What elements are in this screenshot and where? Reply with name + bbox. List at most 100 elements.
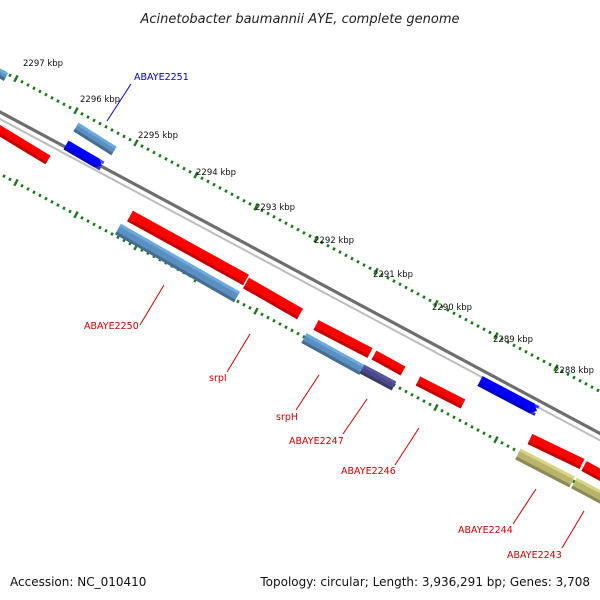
tick-minor bbox=[128, 137, 132, 142]
tick-minor bbox=[296, 331, 300, 336]
tick-minor bbox=[464, 421, 468, 426]
feature-highlight-cds-2-body bbox=[477, 376, 537, 414]
kbp-label: 2295 kbp bbox=[138, 131, 178, 141]
tick-minor bbox=[44, 196, 48, 201]
tick-minor bbox=[80, 112, 84, 116]
gene-leader-line bbox=[394, 427, 420, 466]
tick-minor bbox=[446, 308, 450, 312]
tick-minor bbox=[440, 408, 444, 413]
tick-minor bbox=[50, 95, 54, 100]
feature-srph-upper-shadow bbox=[313, 327, 369, 358]
label-layer: ABAYE2251ABAYE2250srpIsrpHABAYE2247ABAYE… bbox=[84, 72, 585, 561]
feature-abaye2250-body bbox=[115, 223, 240, 303]
tick-minor bbox=[290, 224, 294, 229]
tick-minor bbox=[56, 99, 60, 103]
tick-minor bbox=[482, 431, 486, 436]
tick-minor bbox=[170, 160, 174, 165]
tick-minor bbox=[338, 250, 342, 255]
tick-minor bbox=[278, 218, 282, 222]
feature-highlight-cds-2-shadow bbox=[477, 383, 536, 416]
feature-abaye2244-upper-body bbox=[527, 434, 585, 469]
tick-minor bbox=[146, 147, 150, 152]
tick-minor bbox=[242, 302, 246, 307]
tick-minor bbox=[476, 428, 480, 432]
tick-minor bbox=[104, 124, 108, 129]
tick-minor bbox=[8, 177, 12, 182]
tick-minor bbox=[236, 299, 240, 304]
tick-minor bbox=[92, 222, 96, 227]
tick-major bbox=[373, 267, 379, 276]
feature-abaye2243-shadow bbox=[571, 485, 600, 504]
tick-minor bbox=[32, 86, 36, 91]
tick-major bbox=[493, 436, 499, 444]
feature-abaye2247-body bbox=[359, 364, 397, 391]
tick-minor bbox=[218, 185, 222, 190]
tick-minor bbox=[500, 337, 504, 341]
feature-abaye2243-highlight bbox=[575, 477, 600, 494]
tick-minor bbox=[530, 353, 534, 357]
tick-minor bbox=[284, 221, 288, 226]
tick-minor bbox=[404, 389, 408, 394]
tick-minor bbox=[62, 206, 66, 211]
feature-highlight-cds-2 bbox=[477, 376, 540, 416]
tick-minor bbox=[230, 192, 234, 197]
tick-minor bbox=[104, 228, 108, 233]
kbp-label: 2292 kbp bbox=[314, 236, 354, 246]
gene-label: ABAYE2244 bbox=[458, 525, 513, 536]
tick-minor bbox=[596, 388, 600, 393]
feature-abaye2246 bbox=[415, 376, 466, 409]
kbp-label: 2297 kbp bbox=[23, 59, 63, 69]
feature-forward-cds-highlight bbox=[0, 125, 51, 159]
feature-highlight-cds-body bbox=[63, 140, 102, 168]
gene-leader-line bbox=[226, 333, 251, 373]
gene-leader-line bbox=[295, 374, 320, 411]
feature-abaye2244-upper-shadow bbox=[527, 441, 581, 469]
tick-minor bbox=[458, 314, 462, 319]
tick-minor bbox=[116, 235, 120, 240]
feature-edge-cds-highlight bbox=[0, 68, 9, 76]
tick-minor bbox=[482, 327, 486, 332]
feature-forward-cds bbox=[0, 125, 51, 165]
feature-srpi-upper-body bbox=[127, 210, 249, 286]
gene-label: ABAYE2246 bbox=[341, 466, 396, 477]
tick-minor bbox=[512, 343, 516, 348]
tick-minor bbox=[212, 182, 216, 187]
tick-minor bbox=[278, 322, 282, 326]
tick-minor bbox=[380, 272, 384, 277]
tick-minor bbox=[332, 247, 336, 251]
tick-minor bbox=[446, 412, 450, 416]
tick-minor bbox=[182, 166, 186, 171]
feature-abaye2250-shadow bbox=[115, 231, 236, 303]
tick-minor bbox=[284, 325, 288, 330]
tick-minor bbox=[20, 183, 24, 188]
tick-minor bbox=[392, 279, 396, 283]
feature-layer bbox=[0, 68, 600, 504]
tick-minor bbox=[26, 187, 30, 191]
tick-minor bbox=[356, 259, 360, 264]
gene-label: ABAYE2250 bbox=[84, 321, 139, 332]
tick-minor bbox=[578, 378, 582, 383]
feature-abaye2246-body bbox=[415, 376, 466, 409]
gene-label: ABAYE2247 bbox=[289, 436, 344, 447]
tick-minor bbox=[542, 359, 546, 364]
tick-minor bbox=[260, 208, 264, 213]
tick-major bbox=[13, 178, 19, 187]
feature-forward-cds-shadow bbox=[0, 133, 47, 165]
feature-abaye2246-shadow bbox=[415, 382, 463, 409]
tick-minor bbox=[2, 174, 6, 179]
tick-minor bbox=[422, 399, 426, 404]
tick-minor bbox=[500, 441, 504, 445]
feature-abaye2250-highlight bbox=[119, 223, 240, 295]
feature-abaye2247-upper bbox=[371, 350, 406, 376]
tick-minor bbox=[296, 227, 300, 232]
feature-srpi bbox=[243, 277, 303, 320]
tick-minor bbox=[386, 275, 390, 280]
tick-major bbox=[133, 139, 139, 147]
tick-major bbox=[433, 299, 439, 308]
gene-label: ABAYE2251 bbox=[134, 72, 189, 83]
tick-minor bbox=[8, 73, 12, 78]
feature-abaye2251-shadow bbox=[73, 128, 113, 156]
feature-srpi-upper-highlight bbox=[131, 210, 249, 278]
